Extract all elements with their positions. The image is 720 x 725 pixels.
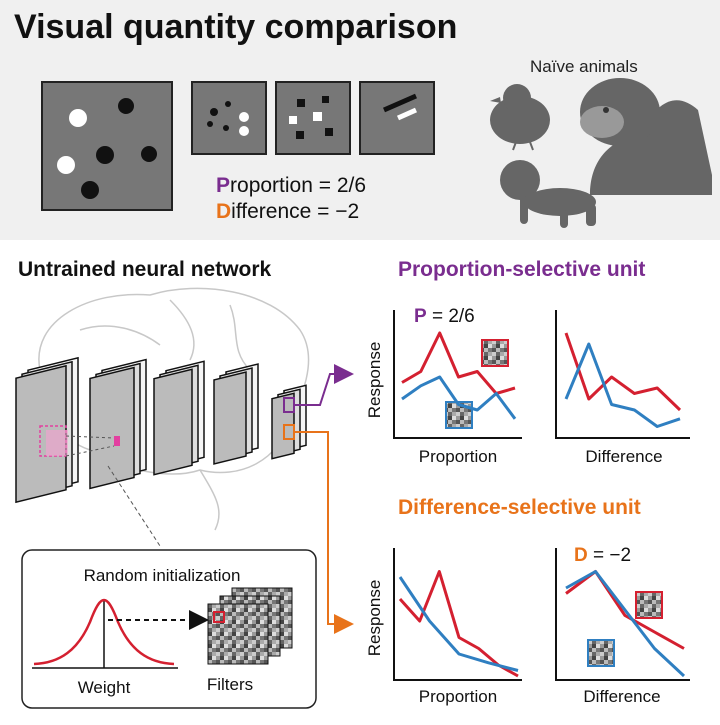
difference-unit-vs-proportion-series-1	[398, 570, 519, 678]
stimulus-bars	[359, 81, 435, 155]
proportion-unit-left-xlabel: Proportion	[419, 447, 497, 466]
animals-label: Naïve animals	[530, 57, 638, 76]
chart-lines	[398, 331, 686, 678]
difference-equation: Difference = −2	[216, 200, 359, 223]
gaussian-curve	[33, 598, 175, 666]
difference-unit-title: Difference-selective unit	[398, 496, 641, 519]
proportion-unit-right-xlabel: Difference	[585, 447, 662, 466]
baby-icon	[500, 160, 596, 228]
difference-unit-arrow	[294, 431, 354, 634]
difference-unit-vs-difference-series-2	[565, 570, 686, 678]
difference-unit-ylabel: Response	[365, 580, 384, 657]
stimulus-large	[41, 81, 173, 211]
filter-link-line	[107, 465, 161, 547]
header-title: Visual quantity comparison	[14, 8, 457, 46]
difference-unit-annotation: D = −2	[574, 545, 631, 566]
chart-axes	[393, 310, 690, 681]
inset-stimulus-blue-frame-2	[587, 639, 615, 667]
difference-unit-right-xlabel: Difference	[583, 687, 660, 706]
difference-unit-vs-proportion-series-2	[398, 576, 519, 672]
inset-stimulus-red-frame-2	[635, 591, 663, 619]
inset-stimulus-red-frame	[481, 339, 509, 367]
difference-unit-left-xlabel: Proportion	[419, 687, 497, 706]
proportion-unit-ylabel: Response	[365, 342, 384, 419]
stimulus-small-dots	[191, 81, 267, 155]
proportion-unit-vs-proportion-series-2	[401, 375, 517, 420]
receptive-field-line-bottom	[65, 445, 115, 457]
weight-label: Weight	[78, 678, 131, 697]
proportion-unit-vs-difference-series-1	[564, 332, 682, 412]
difference-unit-vs-difference-series-1	[565, 570, 685, 650]
gorilla-icon	[580, 78, 712, 195]
filters-label: Filters	[207, 675, 253, 694]
network-title: Untrained neural network	[18, 258, 272, 281]
random-init-label: Random initialization	[84, 566, 241, 585]
proportion-equation: Proportion = 2/6	[216, 174, 366, 197]
proportion-unit-vs-difference-series-2	[564, 342, 681, 428]
network-layer-1	[15, 356, 79, 504]
receptive-field-line-top	[65, 435, 115, 439]
network-layer-2	[89, 358, 147, 490]
stimulus-squares	[275, 81, 351, 155]
filters-stack	[207, 587, 293, 665]
network-layer-4	[213, 363, 259, 465]
network-layer-5	[271, 384, 307, 460]
chick-icon	[490, 84, 550, 151]
proportion-unit-annotation: P = 2/6	[414, 306, 475, 327]
proportion-unit-title: Proportion-selective unit	[398, 258, 645, 281]
network-layer-3	[153, 360, 205, 476]
proportion-unit-arrow	[294, 364, 354, 406]
